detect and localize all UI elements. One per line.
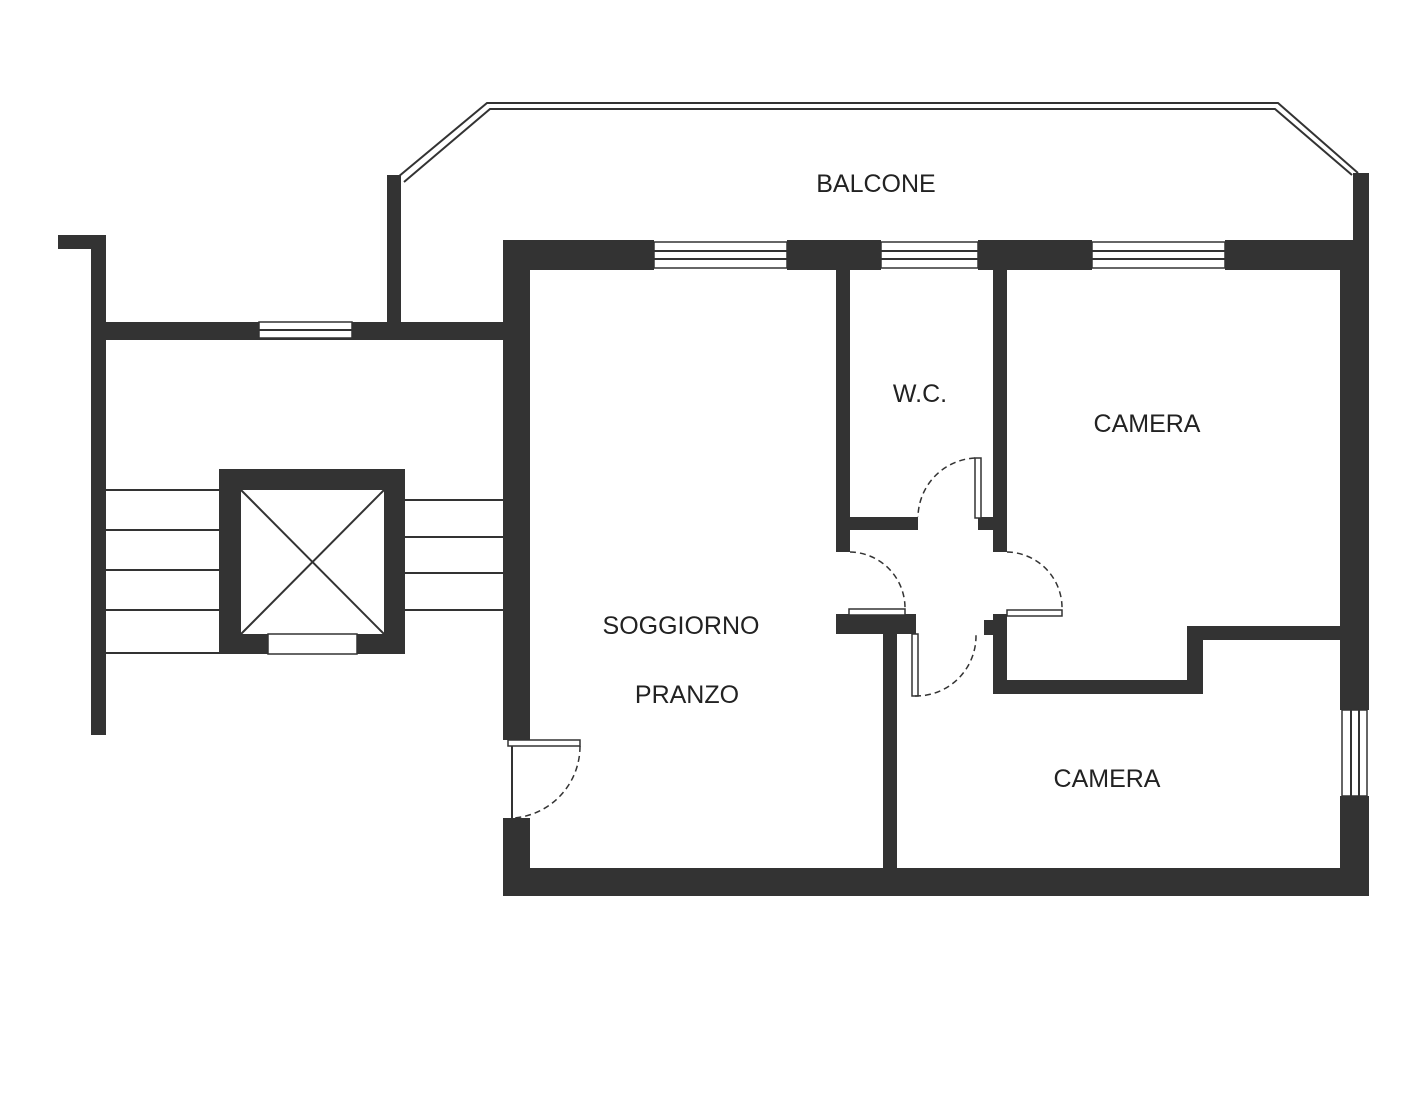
wc-door-leaf[interactable]: [974, 457, 982, 519]
balcony: [387, 102, 1369, 325]
window-camera-2: [1341, 709, 1368, 797]
label-soggiorno: SOGGIORNO: [603, 612, 760, 640]
wc-door-swing: [917, 457, 976, 518]
landing-wall-top-b: [352, 322, 504, 338]
label-wc: W.C.: [893, 380, 947, 408]
camera1-wall-step: [1187, 626, 1203, 694]
elevator-shaft: [219, 469, 405, 655]
hall-wall-left-stub: [836, 614, 916, 634]
soggiorno-door-swing: [849, 551, 906, 610]
balcony-wall-right: [1353, 173, 1369, 243]
label-pranzo: PRANZO: [635, 681, 739, 709]
label-balcone: BALCONE: [816, 170, 935, 198]
wc-wall-bottom: [836, 517, 918, 530]
camera2-door-leaf[interactable]: [911, 633, 919, 697]
elevator-door: [267, 633, 358, 655]
window-soggiorno: [653, 241, 788, 269]
camera1-door-leaf[interactable]: [1006, 609, 1063, 617]
wc-wall-left: [836, 268, 850, 530]
entrance-door-swing: [513, 745, 581, 819]
balcony-wall-left: [387, 175, 401, 325]
window-wc: [880, 241, 979, 269]
stairwell: [58, 235, 504, 735]
stair-steps-left: [106, 489, 221, 654]
camera1-door-swing: [1006, 551, 1063, 611]
camera1-wall-stub: [984, 620, 1007, 635]
interior-walls: [836, 268, 1342, 869]
balcony-railing-inner: [403, 108, 1353, 183]
top-wall-b: [787, 240, 881, 270]
room-labels: BALCONE W.C. CAMERA CAMERA SOGGIORNO PRA…: [603, 170, 1201, 793]
left-wall-upper: [503, 240, 530, 740]
bottom-wall: [503, 868, 1369, 896]
wc-wall-right-stub: [978, 517, 1007, 530]
outer-walls: [503, 240, 1369, 896]
wc-wall-right: [993, 268, 1007, 552]
stair-steps-right: [404, 499, 503, 611]
soggiorno-camera2-wall: [883, 634, 897, 869]
right-wall-lower: [1340, 796, 1369, 896]
wc-wall-left-stub: [836, 530, 850, 552]
camera2-door-swing: [914, 634, 977, 697]
window-camera-1: [1091, 241, 1226, 269]
balcony-railing: [397, 102, 1359, 178]
label-camera-2: CAMERA: [1054, 765, 1161, 793]
right-wall-upper: [1340, 240, 1369, 710]
entrance-door-leaf[interactable]: [507, 739, 581, 747]
doors: [507, 457, 1063, 819]
camera1-wall-bottom-b: [1187, 626, 1342, 640]
landing-wall-top-a: [91, 322, 259, 338]
top-wall-c: [978, 240, 1092, 270]
label-camera-1: CAMERA: [1094, 410, 1201, 438]
elevator-cross-b: [240, 489, 385, 635]
stair-wall-left: [91, 235, 106, 735]
soggiorno-door-leaf[interactable]: [848, 608, 906, 616]
camera1-wall-bottom-a: [993, 680, 1203, 694]
